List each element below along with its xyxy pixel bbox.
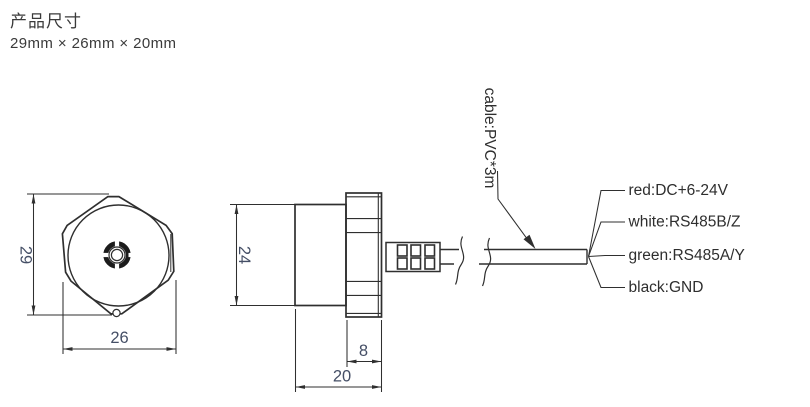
wire-leader-red <box>587 189 625 257</box>
flange-facet-lines <box>346 193 382 317</box>
dim26-extension-lines <box>62 280 177 354</box>
wire-label-white: white:RS485B/Z <box>628 214 741 231</box>
ring-notch-left <box>102 252 109 258</box>
body-rect <box>294 203 347 307</box>
dim8-arrow-left <box>347 359 357 364</box>
gland-rib <box>424 257 436 270</box>
dim20-arrow-right <box>372 385 382 389</box>
gland-rib <box>396 257 408 270</box>
wire-callouts: red:DC+6-24V white:RS485B/Z green:RS485A… <box>587 182 745 296</box>
dimension-20: 20 <box>294 309 382 392</box>
cable-leader-arrowhead <box>523 234 536 249</box>
hexagon-outline <box>61 195 175 315</box>
dim20-arrow-left <box>295 385 305 389</box>
dim20-value: 20 <box>333 368 351 386</box>
dim24-value: 24 <box>235 246 253 264</box>
dim26-value: 26 <box>110 329 128 347</box>
dim8-value: 8 <box>359 342 368 360</box>
cable-break-line-1 <box>454 236 465 285</box>
dim8-arrow-right <box>372 359 382 364</box>
transducer-inner-ring <box>110 248 124 262</box>
dim24-arrow-top <box>234 204 239 214</box>
wire-leader-white <box>588 221 625 257</box>
transducer-center <box>102 240 135 270</box>
dimension-29: 29 <box>17 193 112 316</box>
dim29-extension-lines <box>27 193 112 316</box>
dim26-arrow-left <box>63 347 73 351</box>
ring-notch-top <box>114 240 120 247</box>
front-view <box>61 195 175 318</box>
cable-label: cable:PVC*3m <box>481 88 498 189</box>
product-dimensions-text: 29mm × 26mm × 20mm <box>10 35 177 52</box>
dim29-value: 29 <box>17 246 35 264</box>
gland-ribs <box>396 244 436 270</box>
transducer-mid-ring <box>108 246 126 264</box>
cable-gland <box>385 241 441 273</box>
gland-rib <box>396 244 408 257</box>
wire-leader-green <box>588 254 625 258</box>
cable-leader-line <box>496 170 531 244</box>
ring-notch-bottom <box>114 263 120 270</box>
gland-outline <box>385 241 441 273</box>
dimension-8: 8 <box>346 320 383 392</box>
dimension-24: 24 <box>230 203 295 307</box>
body-circle <box>67 204 170 307</box>
dim24-arrow-bottom <box>234 296 239 306</box>
cable-drawing <box>440 236 588 287</box>
bottom-hole <box>112 308 121 318</box>
flange-rect <box>345 192 383 318</box>
cable-callout: cable:PVC*3m <box>481 88 536 249</box>
cable-lines <box>440 248 588 265</box>
wire-label-green: green:RS485A/Y <box>629 247 745 264</box>
dimension-26: 26 <box>62 280 177 354</box>
wire-label-red: red:DC+6-24V <box>629 182 729 199</box>
dim26-arrow-right <box>166 347 176 351</box>
ring-notch-right <box>128 252 135 258</box>
cable-break-line-2 <box>481 237 492 287</box>
page-title: 产品尺寸 <box>10 12 82 31</box>
dim29-arrow-top <box>31 194 36 204</box>
dim24-extension-lines <box>230 203 295 307</box>
gland-rib <box>410 244 422 257</box>
wire-label-black: black:GND <box>629 279 704 296</box>
wire-leader-black <box>588 256 625 289</box>
side-view <box>294 192 441 318</box>
gland-rib <box>410 257 422 270</box>
dim8-extension-lines <box>346 320 383 392</box>
dim29-arrow-bottom <box>31 305 36 315</box>
gland-rib <box>424 244 436 257</box>
